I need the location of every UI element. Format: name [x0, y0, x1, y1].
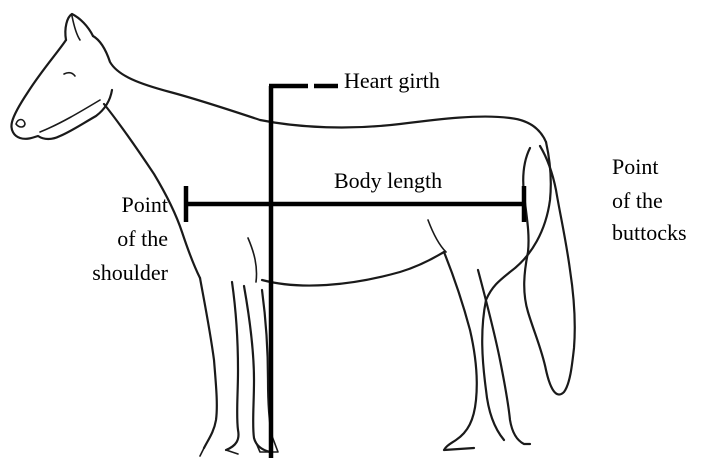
horse-hind-leg-far [478, 270, 530, 444]
point-of-shoulder-label: Point of the shoulder [92, 192, 168, 285]
horse-drawing [11, 14, 574, 456]
horse-head [11, 40, 112, 139]
point-of-buttocks-label: Point of the buttocks [612, 154, 687, 245]
horse-ear [65, 14, 93, 40]
horse-tail [523, 146, 575, 395]
heart-girth-marker [269, 86, 338, 458]
shoulder-label-line-1: Point [122, 192, 168, 217]
horse-nostril [16, 120, 25, 128]
horse-belly [262, 252, 444, 286]
heart-girth-label: Heart girth [344, 68, 440, 93]
buttocks-label-line-3: buttocks [612, 220, 687, 245]
horse-hind-leg-near [444, 252, 477, 450]
horse-hoof-front [200, 436, 278, 456]
horse-eye [64, 73, 75, 76]
shoulder-label-line-3: shoulder [92, 260, 168, 285]
horse-front-leg-left [200, 278, 239, 450]
buttocks-label-line-1: Point [612, 154, 658, 179]
horse-mane-back [93, 36, 546, 142]
horse-hindquarter [482, 142, 551, 440]
horse-front-leg-right [244, 286, 272, 452]
buttocks-label-line-2: of the [612, 188, 663, 213]
horse-jaw [40, 100, 100, 132]
body-length-label: Body length [334, 168, 442, 193]
shoulder-label-line-2: of the [117, 226, 168, 251]
horse-elbow-line [248, 220, 446, 282]
